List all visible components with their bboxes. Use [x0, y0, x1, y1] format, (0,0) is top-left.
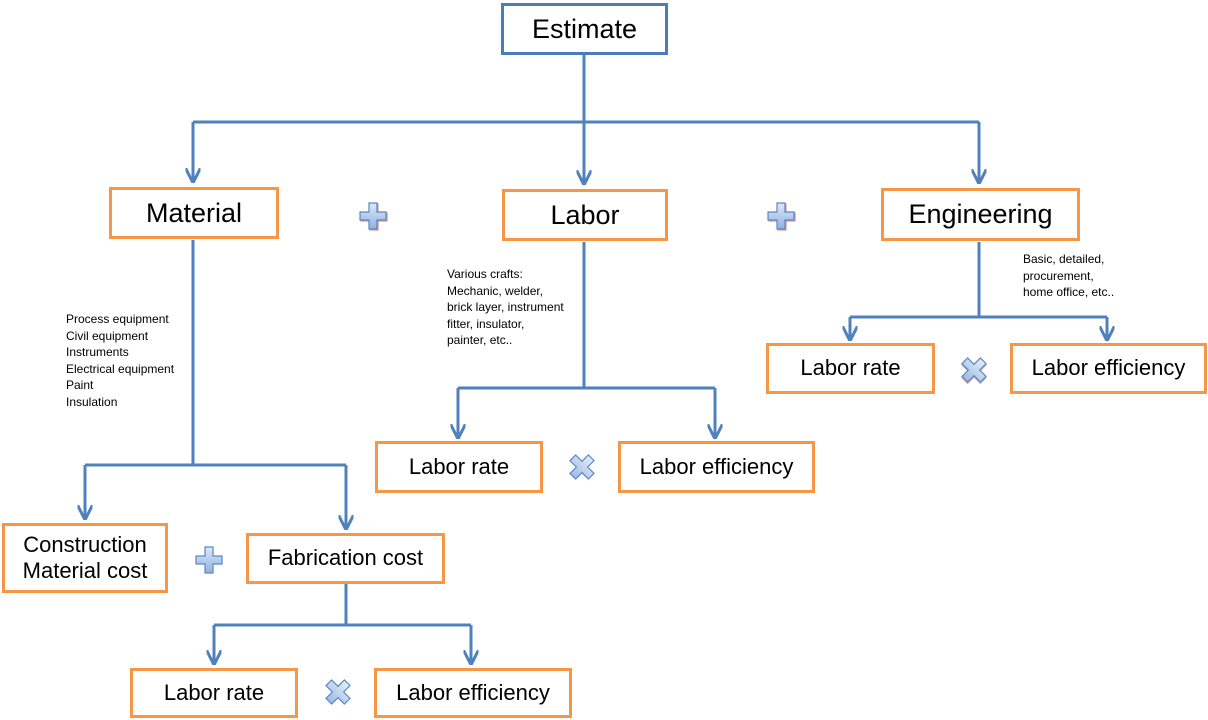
labor-crafts-note: Various crafts: Mechanic, welder, brick …: [447, 266, 564, 349]
engineering-types-note: Basic, detailed, procurement, home offic…: [1023, 251, 1114, 301]
multiply-icon: [325, 679, 351, 705]
labor-rate-label: Labor rate: [163, 679, 265, 705]
engineering-node: Engineering: [881, 188, 1080, 241]
labor-efficiency-label: Labor efficiency: [396, 679, 550, 705]
fabrication-labor-rate-node: Labor rate: [130, 668, 298, 718]
note-line: Civil equipment: [66, 328, 149, 343]
note-line: Process equipment: [66, 312, 169, 326]
estimate-node: Estimate: [501, 3, 668, 55]
note-line: Insulation: [66, 394, 118, 409]
labor-efficiency-label: Labor efficiency: [1031, 355, 1186, 381]
engineering-labor-rate-node: Labor rate: [766, 343, 935, 394]
multiply-icon: [961, 357, 987, 385]
fabrication-labor-efficiency-node: Labor efficiency: [374, 668, 572, 718]
note-line: Electrical equipment: [66, 361, 175, 376]
construction-label: Construction: [23, 531, 147, 557]
note-line: painter, etc..: [447, 333, 513, 347]
labor-node: Labor: [502, 189, 668, 241]
plus-icon: [359, 202, 388, 231]
note-line: Basic, detailed,: [1023, 252, 1105, 266]
material-cost-label: Material cost: [22, 558, 148, 583]
multiply-icon: [569, 454, 595, 480]
note-line: Various crafts:: [447, 267, 523, 281]
plus-icon: [767, 202, 796, 231]
labor-efficiency-label: Labor efficiency: [639, 453, 794, 479]
note-line: fitter, insulator,: [447, 316, 525, 331]
note-line: Paint: [66, 378, 94, 392]
labor-rate-label: Labor rate: [800, 355, 901, 381]
material-node: Material: [109, 187, 279, 239]
fabrication-cost-node: Fabrication cost: [246, 533, 445, 584]
note-line: brick layer, instrument: [447, 300, 564, 314]
labor-rate-label: Labor rate: [408, 453, 510, 479]
material-items-note: Process equipment Civil equipment Instru…: [66, 311, 174, 410]
note-line: home office, etc..: [1023, 285, 1115, 299]
plus-icon: [195, 546, 223, 574]
note-line: Instruments: [66, 345, 129, 359]
construction-material-cost-node: Construction Material cost: [2, 523, 168, 593]
estimate-label: Estimate: [531, 13, 638, 44]
note-line: procurement,: [1023, 268, 1094, 283]
note-line: Mechanic, welder,: [447, 283, 544, 298]
material-label: Material: [145, 197, 243, 228]
labor-labor-efficiency-node: Labor efficiency: [618, 441, 815, 493]
labor-label: Labor: [550, 199, 620, 230]
fabrication-cost-label: Fabrication cost: [267, 545, 424, 571]
labor-labor-rate-node: Labor rate: [375, 441, 543, 493]
engineering-labor-efficiency-node: Labor efficiency: [1010, 343, 1207, 394]
engineering-label: Engineering: [908, 199, 1053, 230]
